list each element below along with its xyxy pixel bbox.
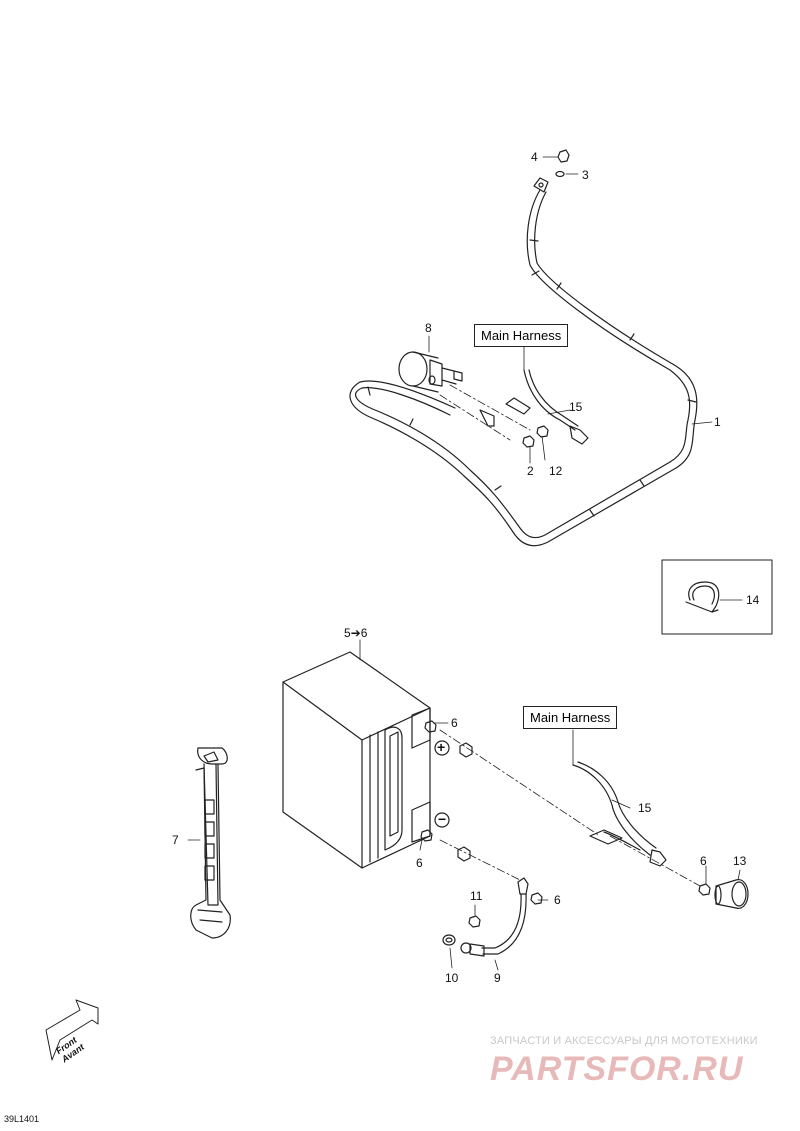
callout-3: 3 [582,168,589,182]
square-nut-positive [459,742,473,758]
callout-7: 7 [172,833,179,847]
callout-12: 12 [549,464,563,478]
bolt-part-6-ground [530,892,543,905]
callout-4: 4 [531,150,538,164]
harness-lead-part-15-top [505,369,589,445]
callout-5-6: 5➔6 [344,626,368,640]
cable-harness-1 [349,177,698,547]
front-direction-arrow [45,999,99,1061]
nut-part-12 [536,425,549,438]
terminal-bolt-negative [420,829,433,842]
assembly-lines-bottom [439,729,701,887]
lock-washer-part-10 [442,934,456,946]
callout-6-negative: 6 [416,856,423,870]
positive-terminal-symbol: + [437,739,446,755]
callout-15-top: 15 [569,400,583,414]
clip-part-14 [685,581,720,613]
watermark-subtitle: ЗАПЧАСТИ И АКСЕССУАРЫ ДЛЯ МОТОТЕХНИКИ [490,1035,758,1047]
main-harness-label-bottom: Main Harness [523,706,618,729]
bolt-part-6-right [698,883,711,896]
washer-part-3 [555,170,565,178]
positive-terminal-circle [434,740,450,756]
callout-10: 10 [445,971,459,985]
negative-terminal-symbol: − [438,811,447,827]
negative-terminal-circle [434,812,450,828]
harness-lead-part-15-bottom [572,761,667,867]
callout-6-ground: 6 [554,893,561,907]
callout-6-positive: 6 [451,716,458,730]
ground-cable-part-9 [460,877,529,957]
callout-15-bottom: 15 [638,801,652,815]
callout-9: 9 [494,971,501,985]
watermark-brand: PARTSFOR.RU [490,1050,744,1088]
assembly-lines-top [439,384,531,441]
callout-14: 14 [746,593,760,607]
callout-11: 11 [470,889,483,903]
leader-lines [187,156,743,971]
nut-part-4 [557,149,570,163]
nut-part-2 [522,435,535,448]
callout-6-right: 6 [700,854,707,868]
callout-8: 8 [425,321,432,335]
callout-13: 13 [733,854,747,868]
square-nut-negative [457,846,471,862]
drawing-code: 39L1401 [4,1114,40,1124]
starter-solenoid-part-8 [398,351,463,393]
battery-strap-part-7 [190,747,231,939]
main-harness-label-top: Main Harness [474,324,569,347]
terminal-boot-part-13 [714,879,749,909]
battery-part-5 [282,651,431,869]
callout-1: 1 [714,415,721,429]
callout-2: 2 [527,464,534,478]
terminal-bolt-positive [424,720,437,733]
nut-part-11 [468,915,481,928]
